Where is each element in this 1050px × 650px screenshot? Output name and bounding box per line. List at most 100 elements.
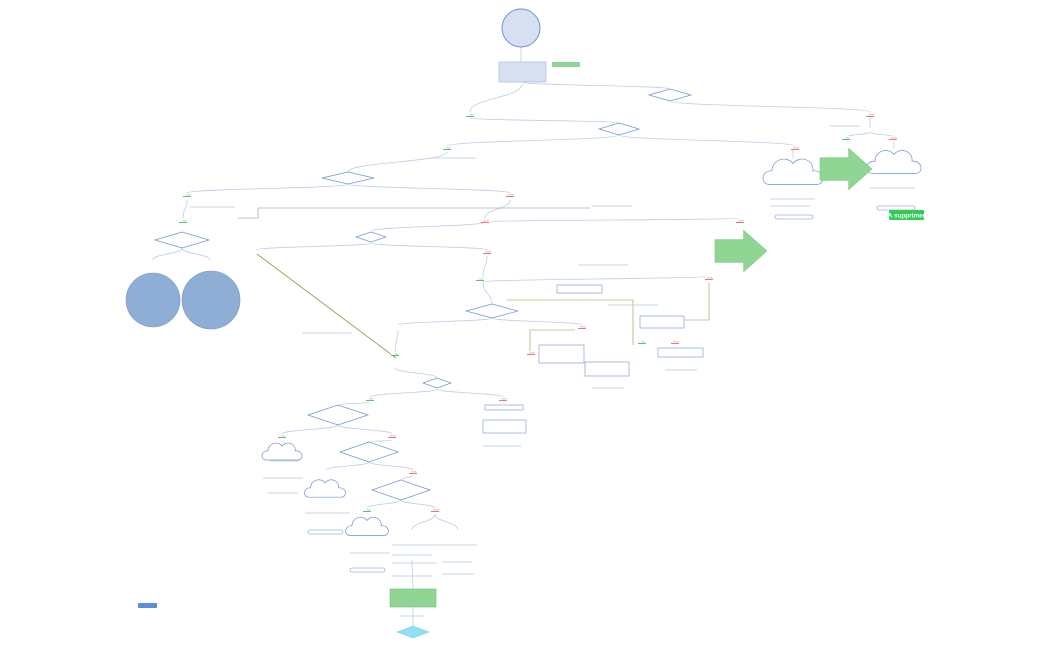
yes-tag[interactable]: OUI [183,193,191,197]
decision-diamond[interactable] [464,303,520,319]
delete-badge-label: A supprimer [888,213,926,220]
yes-tag[interactable]: OUI [842,136,850,140]
connector-line [400,499,436,509]
yes-tag[interactable]: OUI [443,146,451,150]
tag-label: NON [708,278,713,280]
yes-tag[interactable]: OUI [363,508,371,512]
tag-label: NON [509,195,514,197]
cloud-node[interactable] [866,150,922,174]
decision-diamond[interactable] [370,479,432,501]
yes-tag[interactable]: OUI [391,352,399,356]
connector-line [618,134,796,147]
tag-bg [278,434,286,437]
decision-diamond[interactable] [354,231,388,243]
terminal-circle[interactable] [181,270,241,330]
process-box[interactable] [639,315,685,329]
no-tag[interactable]: NON [409,470,417,474]
no-tag[interactable]: NON [527,351,535,355]
tag-label: NON [892,138,897,140]
process-box[interactable] [556,284,603,294]
no-tag[interactable]: NON [431,508,439,512]
connector-line [446,134,620,147]
yes-tag[interactable]: OUI [476,277,484,281]
action-arrow[interactable] [819,147,873,191]
terminal-pill[interactable] [774,214,814,220]
yes-tag[interactable]: OUI [179,219,187,223]
tag-bg [866,113,874,116]
yes-tag[interactable]: OUI [278,434,286,438]
cloud-node[interactable] [304,479,346,498]
action-arrow[interactable] [714,229,768,273]
no-tag[interactable]: NON [889,136,897,140]
yes-tag[interactable]: OUI [638,340,646,344]
connector-line [411,559,414,591]
cloud-node[interactable] [261,442,303,461]
no-tag[interactable]: NON [388,434,396,438]
no-tag[interactable]: NON [866,113,874,117]
start-node[interactable] [501,8,541,48]
tag-bg [499,397,507,400]
no-tag[interactable]: NON [705,276,713,280]
process-box[interactable] [584,361,630,377]
cloud-node[interactable] [762,158,824,185]
connector-line [369,388,438,398]
legend-badge[interactable] [138,603,157,608]
terminal-pill[interactable] [876,205,916,211]
process-box[interactable] [538,344,585,364]
decision-diamond[interactable] [338,441,400,463]
tag-label: NON [530,353,535,355]
tag-bg [842,136,850,139]
no-tag[interactable]: NON [791,146,799,150]
process-box[interactable] [482,419,527,434]
yes-tag[interactable]: OUI [466,113,474,117]
tag-bg [363,508,371,511]
tag-bg [889,136,897,139]
connector-line [434,513,459,531]
process-box[interactable] [484,404,524,411]
connector-line [347,151,448,173]
tag-bg [736,219,744,222]
connector-line [186,183,349,194]
process-box[interactable] [389,588,437,608]
tag-label: NON [674,342,679,344]
connector-line [255,242,372,251]
connector-line [482,275,710,283]
tag-bg [506,193,514,196]
terminal-pill[interactable] [349,567,386,573]
cloud-node[interactable] [345,517,389,536]
decision-diamond[interactable] [306,404,370,426]
olive-link-line [529,329,575,355]
tag-label: NON [391,436,396,438]
terminal-pill[interactable] [307,529,344,535]
olive-link-line [507,299,634,345]
no-tag[interactable]: NON [736,219,744,223]
yes-tag[interactable]: OUI [366,397,374,401]
olive-link-line [685,283,710,321]
connector-line [337,424,393,435]
decision-tags: OUI OUI OUI OUI OUI OUI OUI OUI OUI OUI OUI NON NON N… [179,113,897,512]
decision-diamond[interactable] [597,122,641,136]
no-tag[interactable]: NON [671,340,679,344]
connector-line [436,388,504,398]
no-tag[interactable]: NON [578,325,586,329]
tag-label: OUI [641,342,645,344]
end-diamond[interactable] [396,625,430,639]
no-tag[interactable]: NON [483,250,491,254]
decision-diamond[interactable] [647,88,693,102]
intro-note[interactable] [498,61,547,83]
tag-bg [483,250,491,253]
tag-bg [431,508,439,511]
terminal-circle[interactable] [125,272,181,328]
no-tag[interactable]: NON [481,219,489,223]
no-tag[interactable]: NON [506,193,514,197]
decision-diamond[interactable] [321,171,375,185]
decision-diamond[interactable] [421,377,453,389]
process-box[interactable] [657,347,704,358]
tag-bg [791,146,799,149]
decision-diamond[interactable] [153,231,211,249]
connector-line [337,401,371,406]
green-tag[interactable] [552,62,580,67]
delete-badge[interactable]: A supprimer [888,210,926,220]
no-tag[interactable]: NON [499,397,507,401]
